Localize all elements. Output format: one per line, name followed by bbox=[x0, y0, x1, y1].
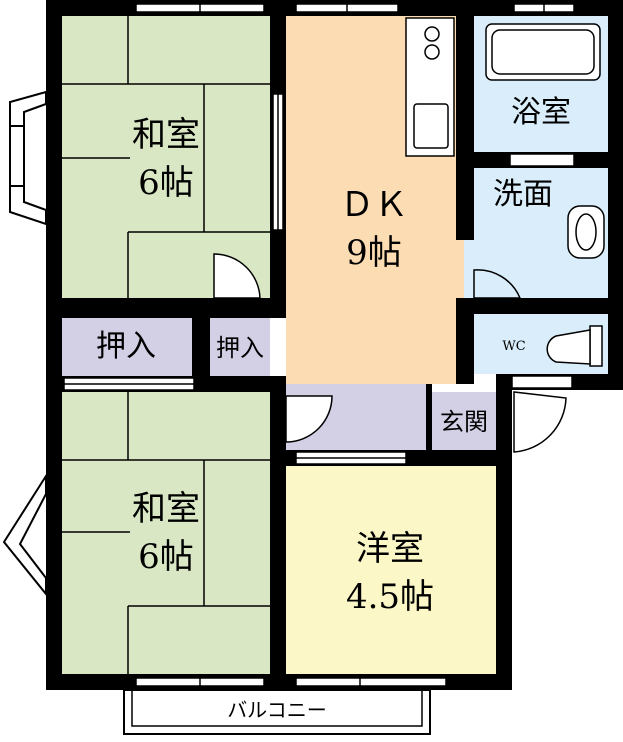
bay-window-bottom bbox=[2, 472, 47, 597]
washitsu-top-floor bbox=[62, 16, 270, 298]
washbasin bbox=[567, 205, 605, 259]
windows-top bbox=[135, 0, 575, 16]
washroom-name: 洗面 bbox=[493, 177, 553, 212]
bathtub bbox=[485, 23, 601, 81]
entrance-name: 玄関 bbox=[440, 408, 488, 436]
yoshitsu-size: 4.5帖 bbox=[345, 577, 435, 617]
oshiire-large-floor bbox=[62, 318, 192, 376]
tatami-lines-top bbox=[62, 16, 270, 298]
dk-name: ＤＫ bbox=[340, 185, 408, 225]
washitsu-top-name: 和室 bbox=[132, 115, 200, 155]
yoshitsu-name: 洋室 bbox=[356, 529, 424, 569]
entrance-floor bbox=[432, 392, 496, 450]
oshiire-large-name: 押入 bbox=[96, 329, 156, 364]
toilet-name: WC bbox=[502, 339, 526, 354]
washitsu-bottom-name: 和室 bbox=[132, 489, 200, 529]
washitsu-top-size: 6帖 bbox=[138, 163, 194, 203]
doors bbox=[213, 253, 567, 453]
washitsu-bottom-floor bbox=[62, 392, 270, 674]
oshiire-small-floor bbox=[210, 318, 270, 376]
yoshitsu-floor bbox=[286, 466, 496, 674]
bath-name: 浴室 bbox=[511, 95, 571, 130]
tatami-lines-bottom bbox=[62, 392, 270, 674]
washitsu-bottom-size: 6帖 bbox=[138, 537, 194, 577]
dk-size: 9帖 bbox=[346, 233, 402, 273]
bay-window-top bbox=[9, 90, 47, 226]
toilet-fixture bbox=[546, 325, 603, 367]
balcony-name: バルコニー bbox=[227, 698, 327, 722]
windows-bottom bbox=[135, 674, 447, 690]
oshiire-small-name: 押入 bbox=[216, 334, 264, 362]
kitchen-counter bbox=[405, 17, 455, 157]
